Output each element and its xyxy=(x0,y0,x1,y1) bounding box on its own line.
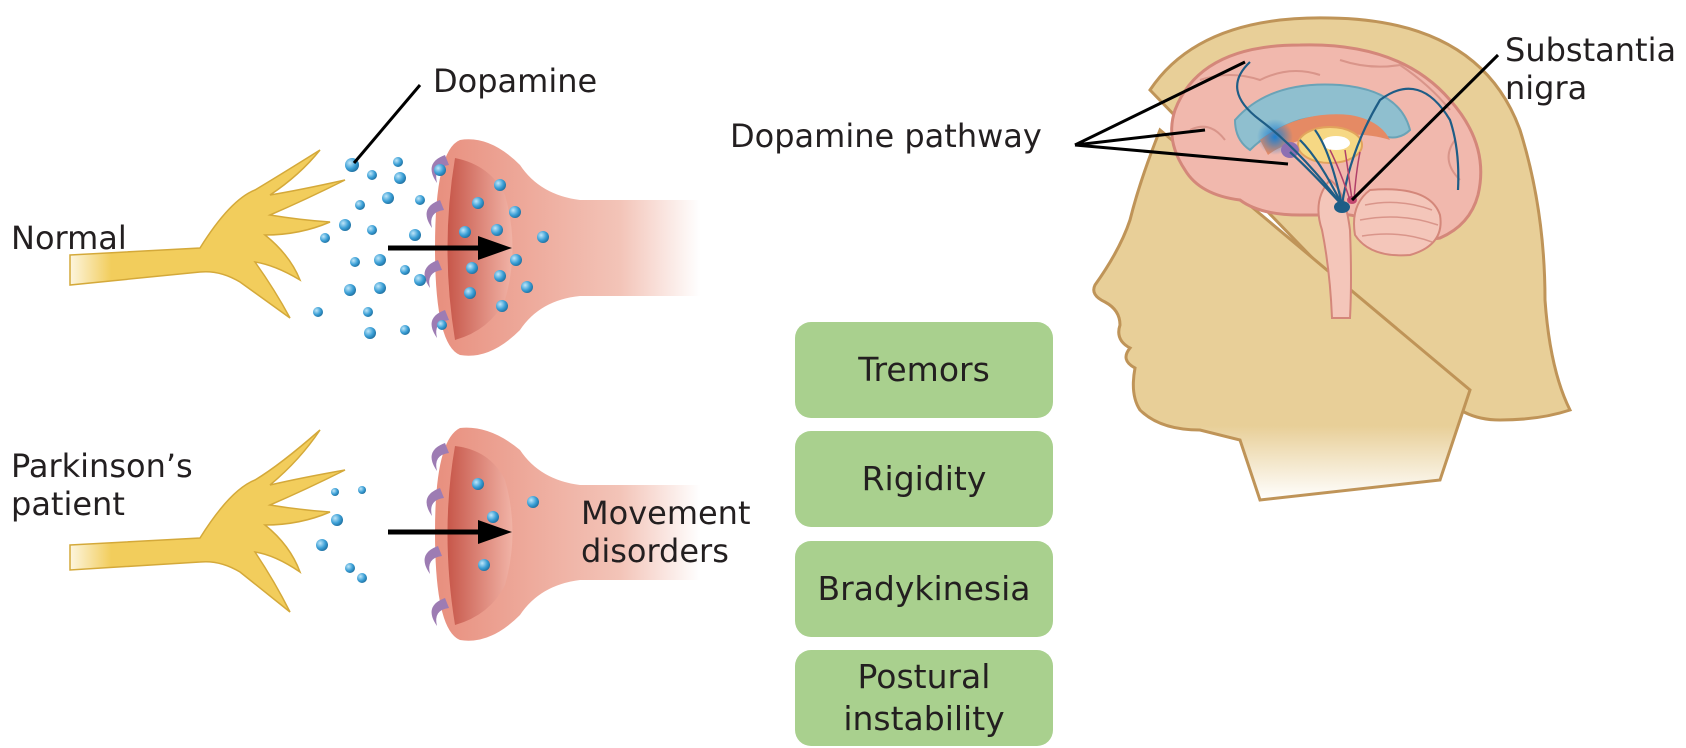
symptom-tremors: Tremors xyxy=(795,322,1053,418)
symptom-postural-instability: Postural instability xyxy=(795,650,1053,746)
pathway-pointer-lines xyxy=(1074,60,1289,166)
normal-synapse xyxy=(69,84,700,356)
parkinsons-synapse xyxy=(69,427,700,641)
head-profile xyxy=(1092,16,1573,502)
normal-receptors xyxy=(424,155,449,338)
dopamine-pathway-label: Dopamine pathway xyxy=(730,117,1042,155)
symptom-rigidity: Rigidity xyxy=(795,431,1053,527)
normal-arrow xyxy=(388,236,512,260)
parkinsons-receptors xyxy=(424,443,449,626)
parkinsons-arrow xyxy=(388,520,512,544)
dopamine-pathway-fibers xyxy=(1236,61,1460,206)
parkinsons-label: Parkinson’s patient xyxy=(11,447,193,523)
parkinsons-dopamine-vesicles xyxy=(316,478,539,583)
normal-axon-terminal xyxy=(69,149,346,319)
movement-disorders-label: Movement disorders xyxy=(581,494,751,570)
normal-label: Normal xyxy=(11,219,127,257)
dopamine-label: Dopamine xyxy=(433,62,598,100)
normal-dopamine-vesicles xyxy=(313,157,549,339)
substantia-nigra-leader xyxy=(1350,53,1500,202)
symptom-bradykinesia: Bradykinesia xyxy=(795,541,1053,637)
substantia-nigra-label: Substantia nigra xyxy=(1505,31,1677,107)
dopamine-leader xyxy=(352,84,422,164)
parkinsons-axon-terminal xyxy=(69,429,346,613)
